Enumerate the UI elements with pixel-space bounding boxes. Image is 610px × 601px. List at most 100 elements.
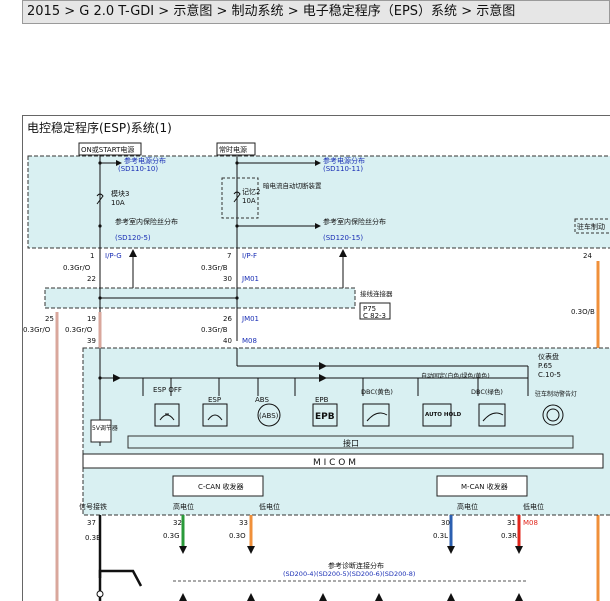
fuse-2-note: 暗电流自动切断装置 (263, 181, 322, 190)
park-brake-switch: 驻车制动 (577, 222, 605, 231)
lamp-label-park: 驻车制动警告灯 (535, 390, 577, 398)
wire-spec-3: 0.3Gr/O (23, 326, 51, 334)
fuse-1-amp: 10A (111, 199, 125, 207)
ref-diag-conn: 参考诊断连接分布 (328, 561, 384, 570)
pin-7: 7 (227, 252, 231, 260)
connector-m08: M08 (242, 337, 257, 345)
pin-33: 33 (239, 519, 248, 527)
esp-off-icon (154, 403, 180, 427)
micom-label: M I C O M (313, 458, 356, 468)
fuse-2-name: 记忆2 (242, 187, 260, 196)
epb-icon (312, 403, 338, 427)
ccan-low-label: 低电位 (259, 502, 280, 511)
breadcrumb-separator: > (461, 4, 473, 19)
source-on-start: ON或START电源 (81, 145, 134, 154)
pin-40: 40 (223, 337, 232, 345)
fuse-2-amp: 10A (242, 197, 256, 205)
pin-37: 37 (87, 519, 96, 527)
micom-bar (82, 453, 604, 469)
source-constant: 常时电源 (219, 145, 247, 154)
fuse-2-symbol (233, 191, 241, 203)
lamp-label-abs: ABS (255, 396, 269, 404)
mcan-transceiver (436, 475, 528, 497)
pin-24: 24 (583, 252, 592, 260)
power-block (27, 155, 610, 249)
breadcrumb-separator: > (64, 4, 76, 19)
ref-fuse-dist-2-code: (SD120-15) (323, 234, 363, 242)
breadcrumb-item-brake-system[interactable]: 制动系统 (231, 4, 284, 19)
pin-1: 1 (90, 252, 94, 260)
pin-39: 39 (87, 337, 96, 345)
dbc-green-icon (478, 403, 506, 427)
wire-spec-10: 0.3L (433, 532, 448, 540)
esp-icon (202, 403, 228, 427)
mcan-label: M-CAN 收发器 (461, 482, 508, 491)
ref-power-dist-2: 参考电源分布 (323, 156, 365, 165)
pin-26: 26 (223, 315, 232, 323)
breadcrumb-item-year[interactable]: 2015 (27, 4, 61, 19)
regulator-box (90, 419, 112, 443)
ccan-label: C-CAN 收发器 (198, 482, 244, 491)
instrument-cluster (82, 347, 610, 516)
wiring-diagram: 电控稳定程序(ESP)系统(1) ON或START电源 常时电源 参考电源分布 … (22, 115, 610, 601)
pin-32: 32 (173, 519, 182, 527)
lamp-label-esp: ESP (208, 396, 221, 404)
abs-icon-text: (ABS) (259, 412, 279, 420)
ref-fuse-dist-2: 参考室内保险丝分布 (323, 217, 386, 226)
interface-bar (127, 435, 574, 449)
cluster-code-1: P.65 (538, 362, 552, 370)
abs-icon (257, 403, 281, 427)
ccan-high-label: 高电位 (173, 502, 194, 511)
wire-spec-4: 0.3Gr/O (65, 326, 93, 334)
pin-22: 22 (87, 275, 96, 283)
pin-25: 25 (45, 315, 54, 323)
signal-ground-label: 信号接铁 (79, 502, 107, 511)
fuse-1-symbol (96, 193, 104, 205)
cluster-code-2: C.10-5 (538, 371, 561, 379)
joint-label: 接线连接器 (360, 289, 393, 298)
pin-19: 19 (87, 315, 96, 323)
connector-ipg: I/P-G (105, 252, 122, 260)
connector-jm01-top: JM01 (241, 275, 259, 283)
joint-code: P75 (363, 305, 376, 313)
pin-30-lower: 30 (441, 519, 450, 527)
breadcrumb-item-eps-system[interactable]: 电子稳定程序（EPS）系统 (302, 4, 458, 19)
breadcrumb: 2015 > G 2.0 T-GDI > 示意图 > 制动系统 > 电子稳定程序… (22, 0, 610, 24)
wire-spec-11: 0.3R (501, 532, 517, 540)
schematic-canvas: ON或START电源 常时电源 参考电源分布 (SD110-10) 模块3 10… (23, 142, 610, 601)
breadcrumb-item-engine[interactable]: G 2.0 T-GDI (79, 4, 155, 19)
lamp-label-dbc-yellow: DBC(黄色) (361, 387, 393, 396)
ref-fuse-dist-1-code: (SD120-5) (115, 234, 151, 242)
mcan-low-label: 低电位 (523, 502, 544, 511)
auto-hold-icon (422, 403, 452, 427)
park-brake-icon (542, 404, 564, 426)
connector-ipf: I/P-F (242, 252, 257, 260)
lamp-label-dbc-green: DBC(绿色) (471, 387, 503, 396)
regulator-label: 5V调节器 (92, 424, 118, 432)
cluster-name: 仪表盘 (538, 352, 559, 361)
ref-diag-conn-code: (SD200-4)(SD200-5)(SD200-6)(SD200-8) (283, 570, 415, 578)
ccan-transceiver (172, 475, 264, 497)
ref-power-dist-2-code: (SD110-11) (323, 165, 363, 173)
breadcrumb-separator: > (158, 4, 170, 19)
fuse-1-name: 模块3 (111, 189, 129, 198)
wire-spec-5: 0.3Gr/B (201, 326, 228, 334)
lamp-label-epb: EPB (315, 396, 329, 404)
breadcrumb-item-schematic[interactable]: 示意图 (173, 4, 213, 19)
breadcrumb-item-current: 示意图 (476, 4, 516, 19)
ref-power-dist-1: 参考电源分布 (124, 156, 166, 165)
wire-spec-7: 0.3B (85, 534, 101, 542)
interface-label: 接口 (343, 438, 359, 448)
ref-fuse-dist-1: 参考室内保险丝分布 (115, 217, 178, 226)
connector-jm01: JM01 (241, 315, 259, 323)
wire-spec-8: 0.3G (163, 532, 180, 540)
breadcrumb-separator: > (287, 4, 299, 19)
joint-code-2: C 82-3 (363, 312, 386, 320)
wire-spec-2: 0.3Gr/B (201, 264, 228, 272)
mcan-high-label: 高电位 (457, 502, 478, 511)
lamp-label-auto-hold: 自动固定(白色/绿色/黄色) (421, 372, 490, 380)
breadcrumb-separator: > (216, 4, 228, 19)
lamp-label-esp-off: ESP OFF (153, 386, 182, 394)
diagram-title: 电控稳定程序(ESP)系统(1) (27, 121, 172, 135)
wire-spec-9: 0.3O (229, 532, 246, 540)
